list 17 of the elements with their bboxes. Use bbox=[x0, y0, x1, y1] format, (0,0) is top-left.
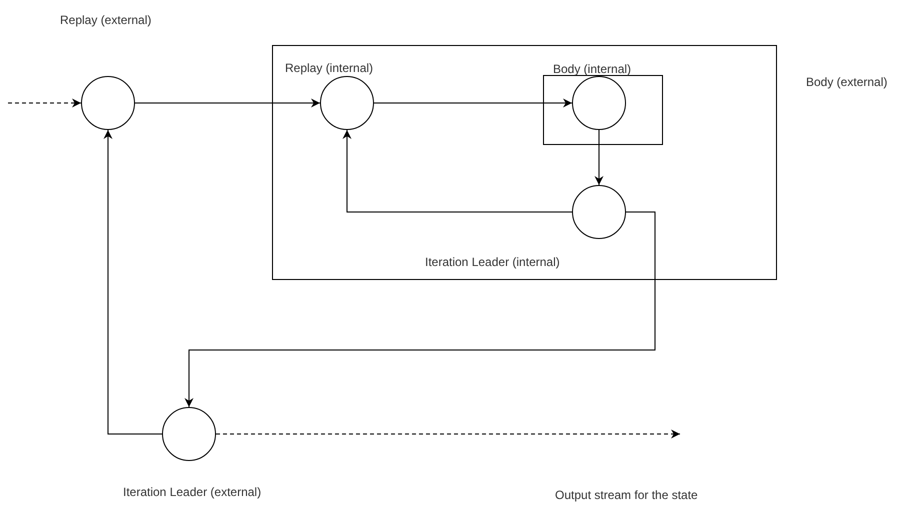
arrow bbox=[104, 130, 162, 434]
arrow bbox=[134, 98, 320, 108]
arrow bbox=[342, 130, 572, 212]
arrow bbox=[184, 212, 656, 408]
note-label: Output stream for the state bbox=[555, 488, 698, 502]
circle-node bbox=[572, 76, 626, 130]
note-label: Replay (external) bbox=[60, 13, 152, 27]
node-caption: Iteration Leader (internal) bbox=[425, 255, 560, 269]
circle-node bbox=[81, 76, 135, 130]
node-caption: Iteration Leader (external) bbox=[123, 485, 262, 499]
container-heading: Body (external) bbox=[806, 75, 888, 89]
container-heading: Body (internal) bbox=[553, 62, 632, 76]
arrow bbox=[594, 130, 604, 186]
arrow bbox=[374, 98, 572, 108]
arrow bbox=[216, 430, 680, 438]
node-caption: Replay (internal) bbox=[285, 61, 374, 75]
arrow bbox=[8, 98, 82, 108]
